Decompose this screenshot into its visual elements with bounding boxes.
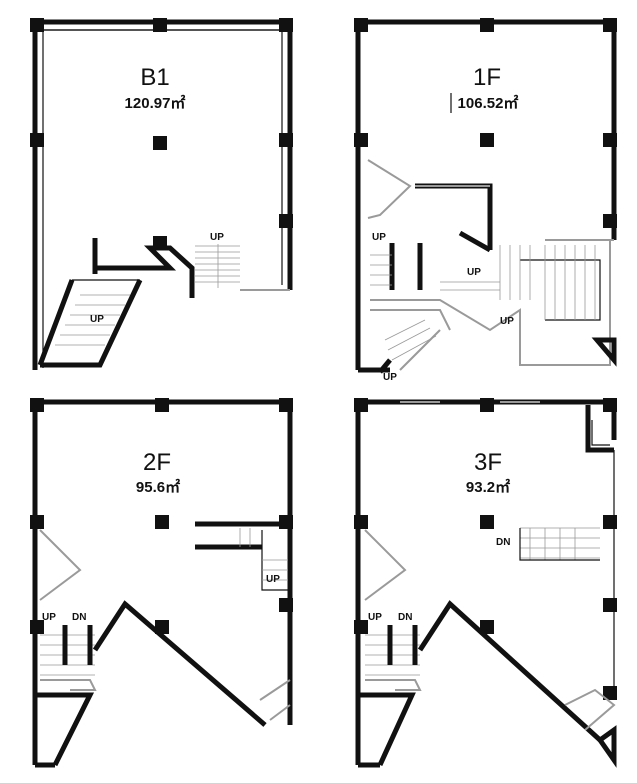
floor-area-3f: 93.2㎡ (466, 478, 510, 496)
floor-plan-1f: 1F 106.52㎡ UP UP UP UP (354, 18, 617, 383)
stair-label-up: UP (500, 316, 514, 327)
floor-area-2f: 95.6㎡ (136, 478, 180, 496)
floor-plan-2f: 2F 95.6㎡ UP UP DN (30, 398, 293, 768)
stair-label-dn: DN (72, 612, 86, 623)
stair-label-up: UP (90, 314, 104, 325)
floor-plan-b1: B1 120.97㎡ UP UP (30, 18, 293, 370)
stair-label-dn: DN (398, 612, 412, 623)
stair-label-up: UP (266, 574, 280, 585)
stair-label-up: UP (210, 232, 224, 243)
floor-area-1f: 106.52㎡ (458, 94, 519, 112)
floor-plan-3f: 3F 93.2㎡ DN UP DN (354, 398, 617, 768)
stair-label-up: UP (372, 232, 386, 243)
floor-name-3f: 3F (474, 449, 502, 476)
floor-area-b1: 120.97㎡ (125, 94, 186, 112)
stair-label-up: UP (383, 372, 397, 383)
stair-label-dn: DN (496, 537, 510, 548)
floor-name-b1: B1 (140, 64, 169, 91)
floor-name-1f: 1F (473, 64, 501, 91)
stair-label-up: UP (42, 612, 56, 623)
floor-name-2f: 2F (143, 449, 171, 476)
stair-label-up: UP (368, 612, 382, 623)
stair-label-up: UP (467, 267, 481, 278)
